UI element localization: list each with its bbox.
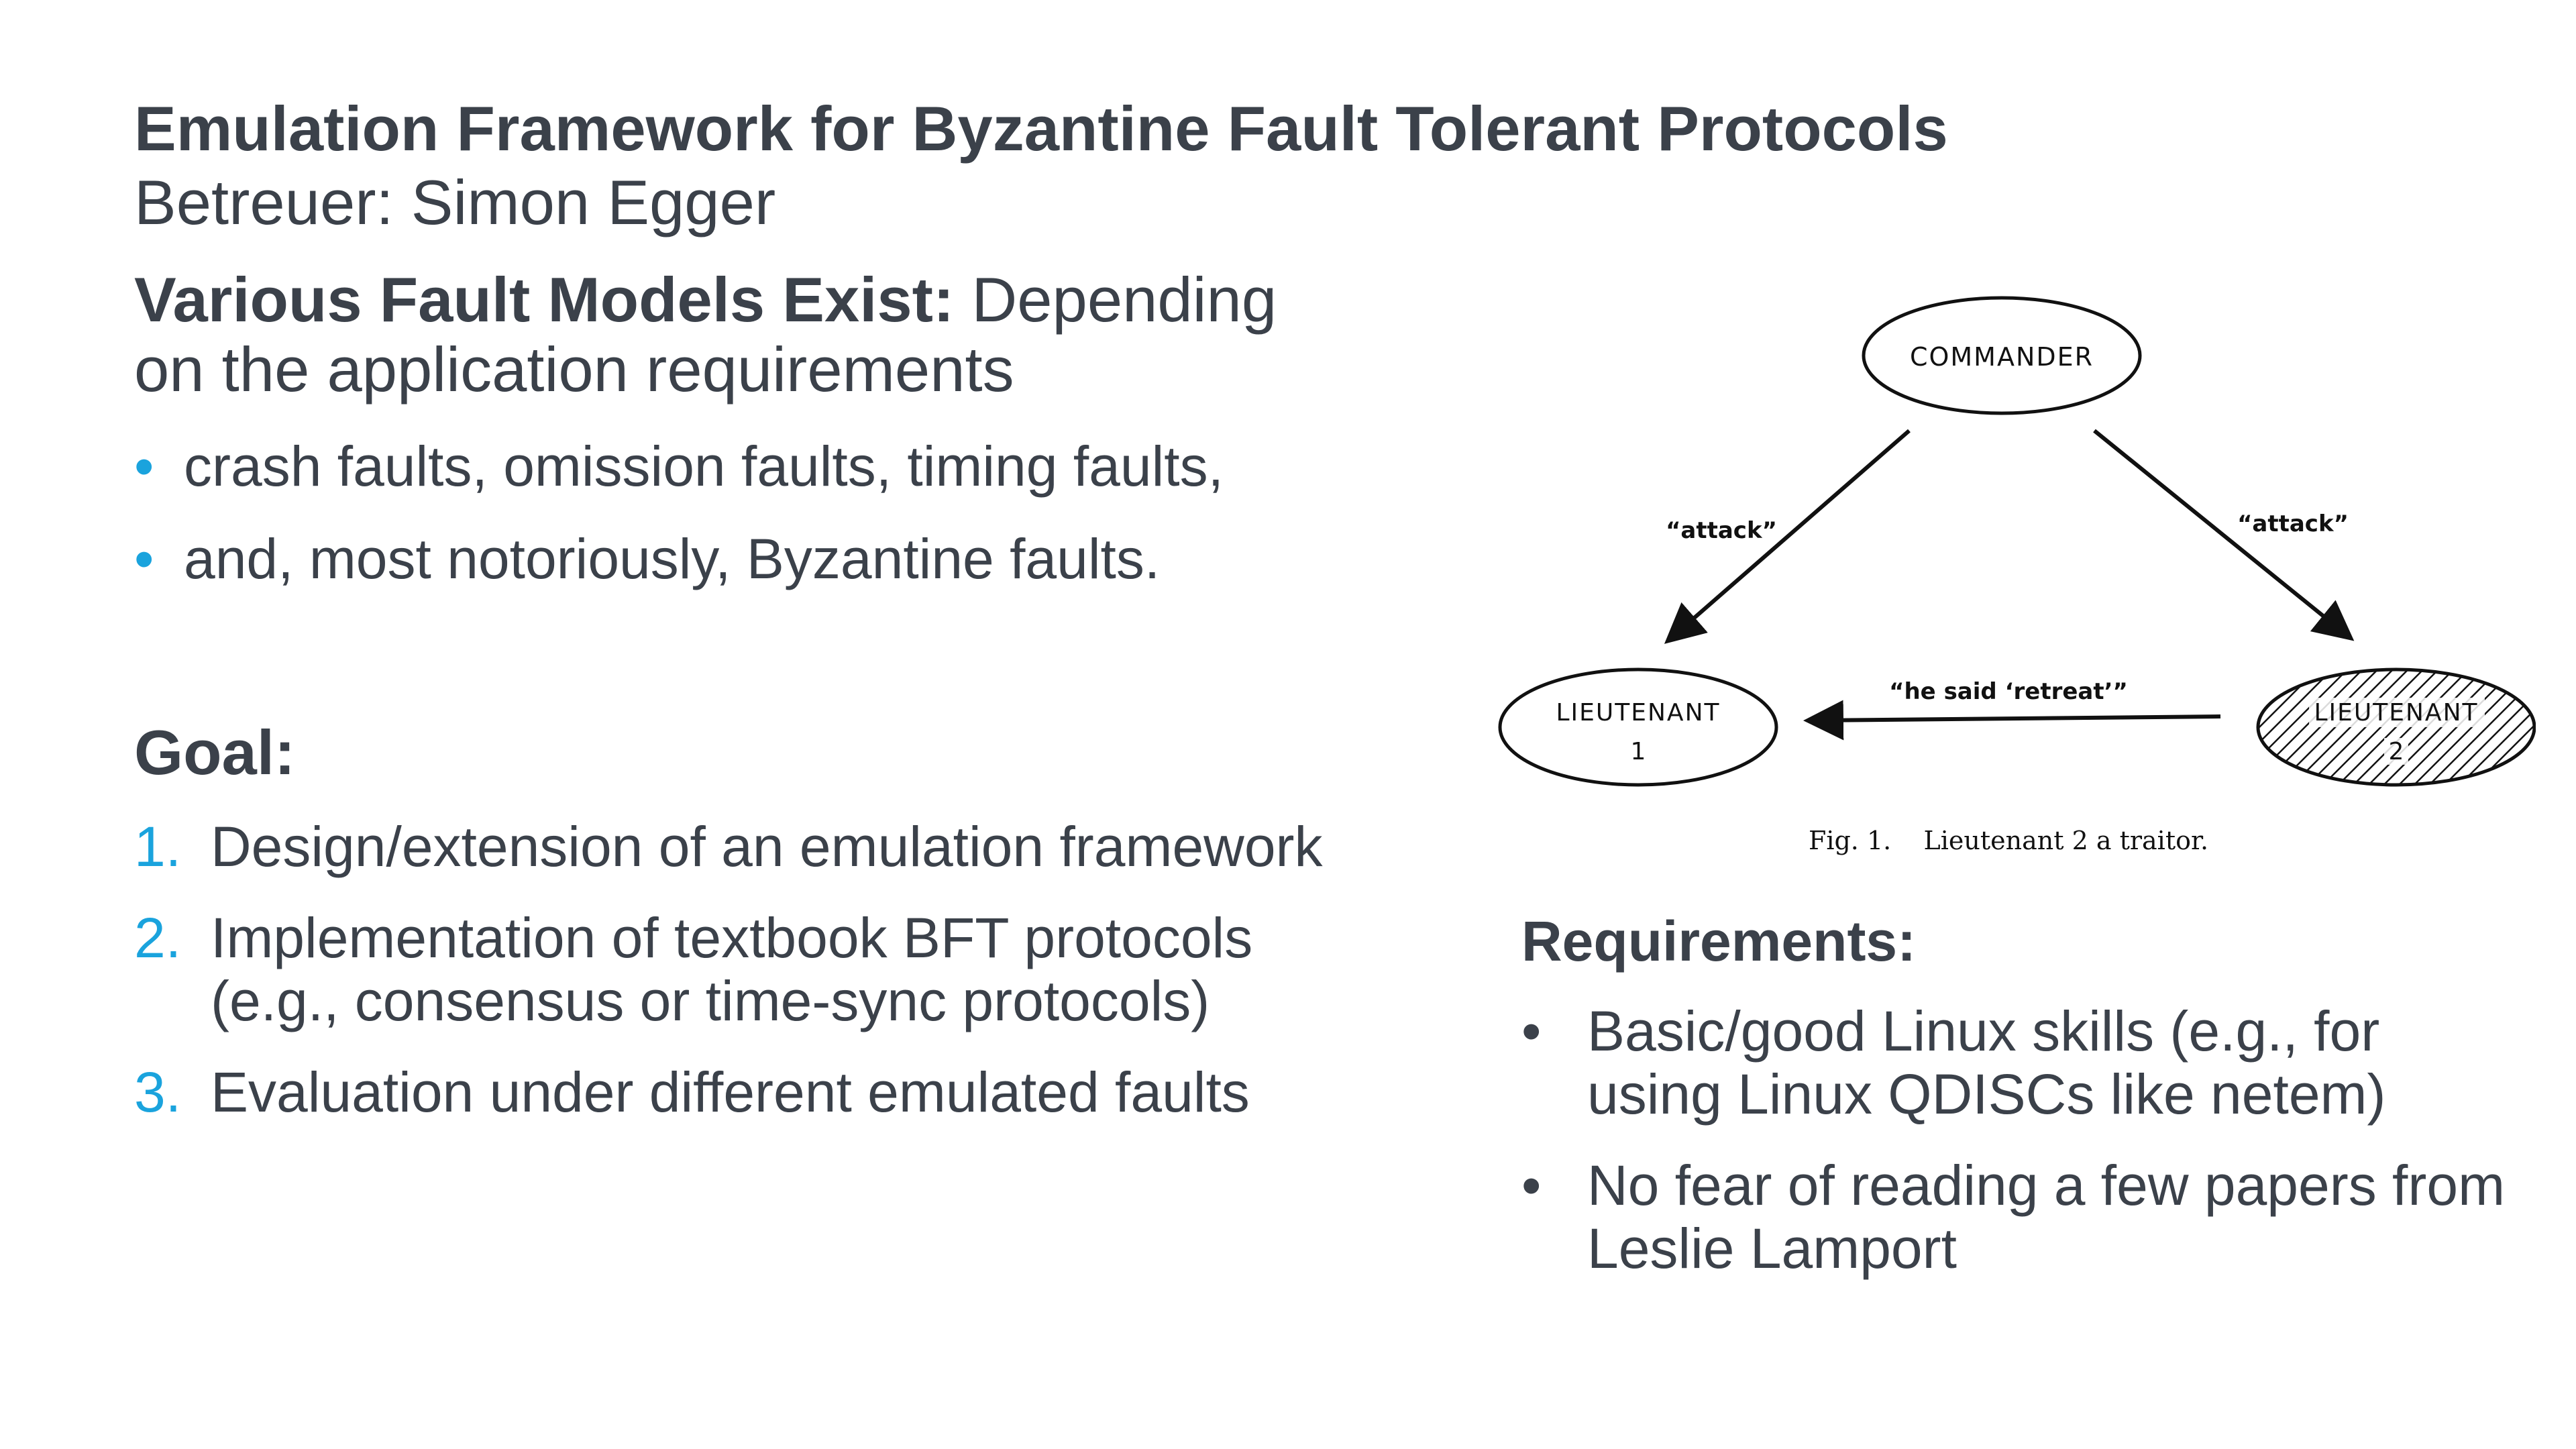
lieutenant-1-label: LIEUTENANT [1556, 699, 1721, 727]
list-item: • Basic/good Linux skills (e.g., for usin… [1521, 1000, 2528, 1126]
commander-node [1862, 296, 2142, 415]
message-right: “attack” [2237, 511, 2349, 537]
lieutenant-2-number-backdrop [2384, 738, 2408, 765]
fault-models-section: Various Fault Models Exist: Depending on… [134, 265, 1355, 619]
goal-heading: Goal: [134, 717, 296, 788]
slide-title: Emulation Framework for Byzantine Fault … [134, 93, 1948, 164]
goal-number: 1. [134, 815, 182, 878]
arrow-commander-to-l1 [1664, 429, 1911, 644]
goal-number: 3. [134, 1061, 182, 1124]
list-item: 2. Implementation of textbook BFT protoco… [134, 906, 1342, 1032]
bullet-icon: • [134, 527, 154, 590]
lieutenant-2-label: LIEUTENANT [2314, 699, 2479, 727]
fault-models-heading: Various Fault Models Exist: Depending on… [134, 265, 1355, 405]
message-left: “attack” [1666, 517, 1777, 544]
bullet-icon: • [1521, 1000, 1542, 1063]
list-item: 3. Evaluation under different emulated fa… [134, 1061, 1342, 1124]
requirement-text: Basic/good Linux skills (e.g., for using… [1587, 1000, 2386, 1126]
requirement-text: No fear of reading a few papers from Les… [1587, 1154, 2506, 1280]
fault-models-list: • crash faults, omission faults, timing f… [134, 434, 1355, 591]
goal-text: Implementation of textbook BFT protocols… [211, 906, 1253, 1032]
list-item: • No fear of reading a few papers from Le… [1521, 1154, 2528, 1280]
fault-models-heading-rest: Depending on the application requirement… [134, 264, 1277, 405]
figure-diagram: COMMANDER LIEUTENANT 1 LIEUTENANT 2 “att… [1498, 296, 2536, 855]
lieutenant-2-number: 2 [2389, 738, 2404, 765]
arrow-l2-to-l1 [1803, 700, 2221, 741]
list-item: • and, most notoriously, Byzantine faults… [134, 527, 1355, 591]
goal-number: 2. [134, 906, 182, 969]
bullet-icon: • [1521, 1154, 1542, 1217]
goal-list: 1. Design/extension of an emulation frame… [134, 815, 1342, 1152]
fault-models-item: and, most notoriously, Byzantine faults. [184, 527, 1161, 590]
figure-caption: Fig. 1. Lieutenant 2 a traitor. [1809, 826, 2208, 855]
list-item: • crash faults, omission faults, timing f… [134, 434, 1355, 498]
message-bottom: “he said ‘retreat’” [1889, 678, 2128, 705]
bullet-icon: • [134, 435, 154, 498]
byzantine-generals-figure: COMMANDER LIEUTENANT 1 LIEUTENANT 2 “att… [1489, 282, 2536, 872]
goal-text: Design/extension of an emulation framewo… [211, 815, 1323, 878]
requirements-heading: Requirements: [1521, 910, 1917, 973]
goal-text: Evaluation under different emulated faul… [211, 1061, 1250, 1124]
arrow-commander-to-l2 [2093, 429, 2355, 641]
list-item: 1. Design/extension of an emulation frame… [134, 815, 1342, 878]
lieutenant-2-label-backdrop [2309, 698, 2485, 727]
slide-subtitle: Betreuer: Simon Egger [134, 167, 776, 237]
lieutenant-1-number: 1 [1631, 738, 1646, 765]
fault-models-item: crash faults, omission faults, timing fa… [184, 435, 1224, 498]
commander-label: COMMANDER [1910, 342, 2094, 372]
requirements-list: • Basic/good Linux skills (e.g., for usin… [1521, 1000, 2528, 1308]
fault-models-heading-bold: Various Fault Models Exist: [134, 264, 955, 335]
lieutenant-1-node [1498, 667, 1778, 787]
